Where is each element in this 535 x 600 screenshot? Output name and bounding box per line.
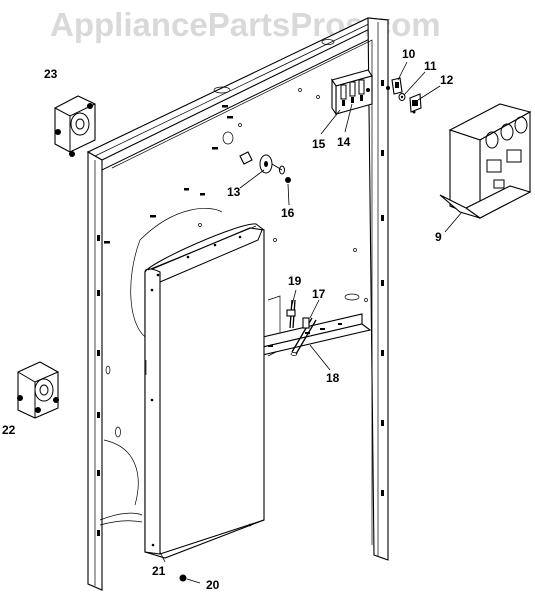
- callout-16: 16: [281, 206, 295, 220]
- link-rod-part-17: [290, 317, 317, 356]
- leader-lines: [159, 61, 463, 584]
- link-rod-part-19: [286, 299, 296, 329]
- hinge-part-22: [17, 361, 59, 419]
- callout-23: 23: [44, 67, 58, 81]
- callout-10: 10: [402, 47, 416, 61]
- connector-part-12: [409, 93, 422, 114]
- knob-assembly-part-13: [239, 151, 285, 175]
- callout-20: 20: [206, 578, 220, 592]
- screw-part-20: [179, 574, 187, 582]
- callout-13: 13: [227, 185, 241, 199]
- wiring-cover-part-21: [144, 223, 265, 559]
- callout-21: 21: [152, 564, 166, 578]
- callout-labels: 9 10 11 12 13 14 15 16 17 18 19 20 21 22…: [2, 47, 454, 592]
- washer-part-11: [398, 93, 406, 101]
- callout-9: 9: [435, 230, 442, 244]
- callout-14: 14: [337, 135, 351, 149]
- nut-part-16: [285, 177, 291, 183]
- callout-18: 18: [326, 371, 340, 385]
- callout-17: 17: [312, 287, 326, 301]
- callout-22: 22: [2, 423, 16, 437]
- callout-15: 15: [312, 137, 326, 151]
- shield-bracket-part-9: [439, 103, 532, 219]
- callout-19: 19: [288, 274, 302, 288]
- hinge-part-23: [54, 95, 96, 157]
- callout-11: 11: [424, 59, 437, 73]
- callout-12: 12: [440, 73, 454, 87]
- terminal-block-parts-14-15: [331, 69, 373, 116]
- switch-part-10: [386, 77, 403, 95]
- back-frame-panel: [86, 17, 390, 591]
